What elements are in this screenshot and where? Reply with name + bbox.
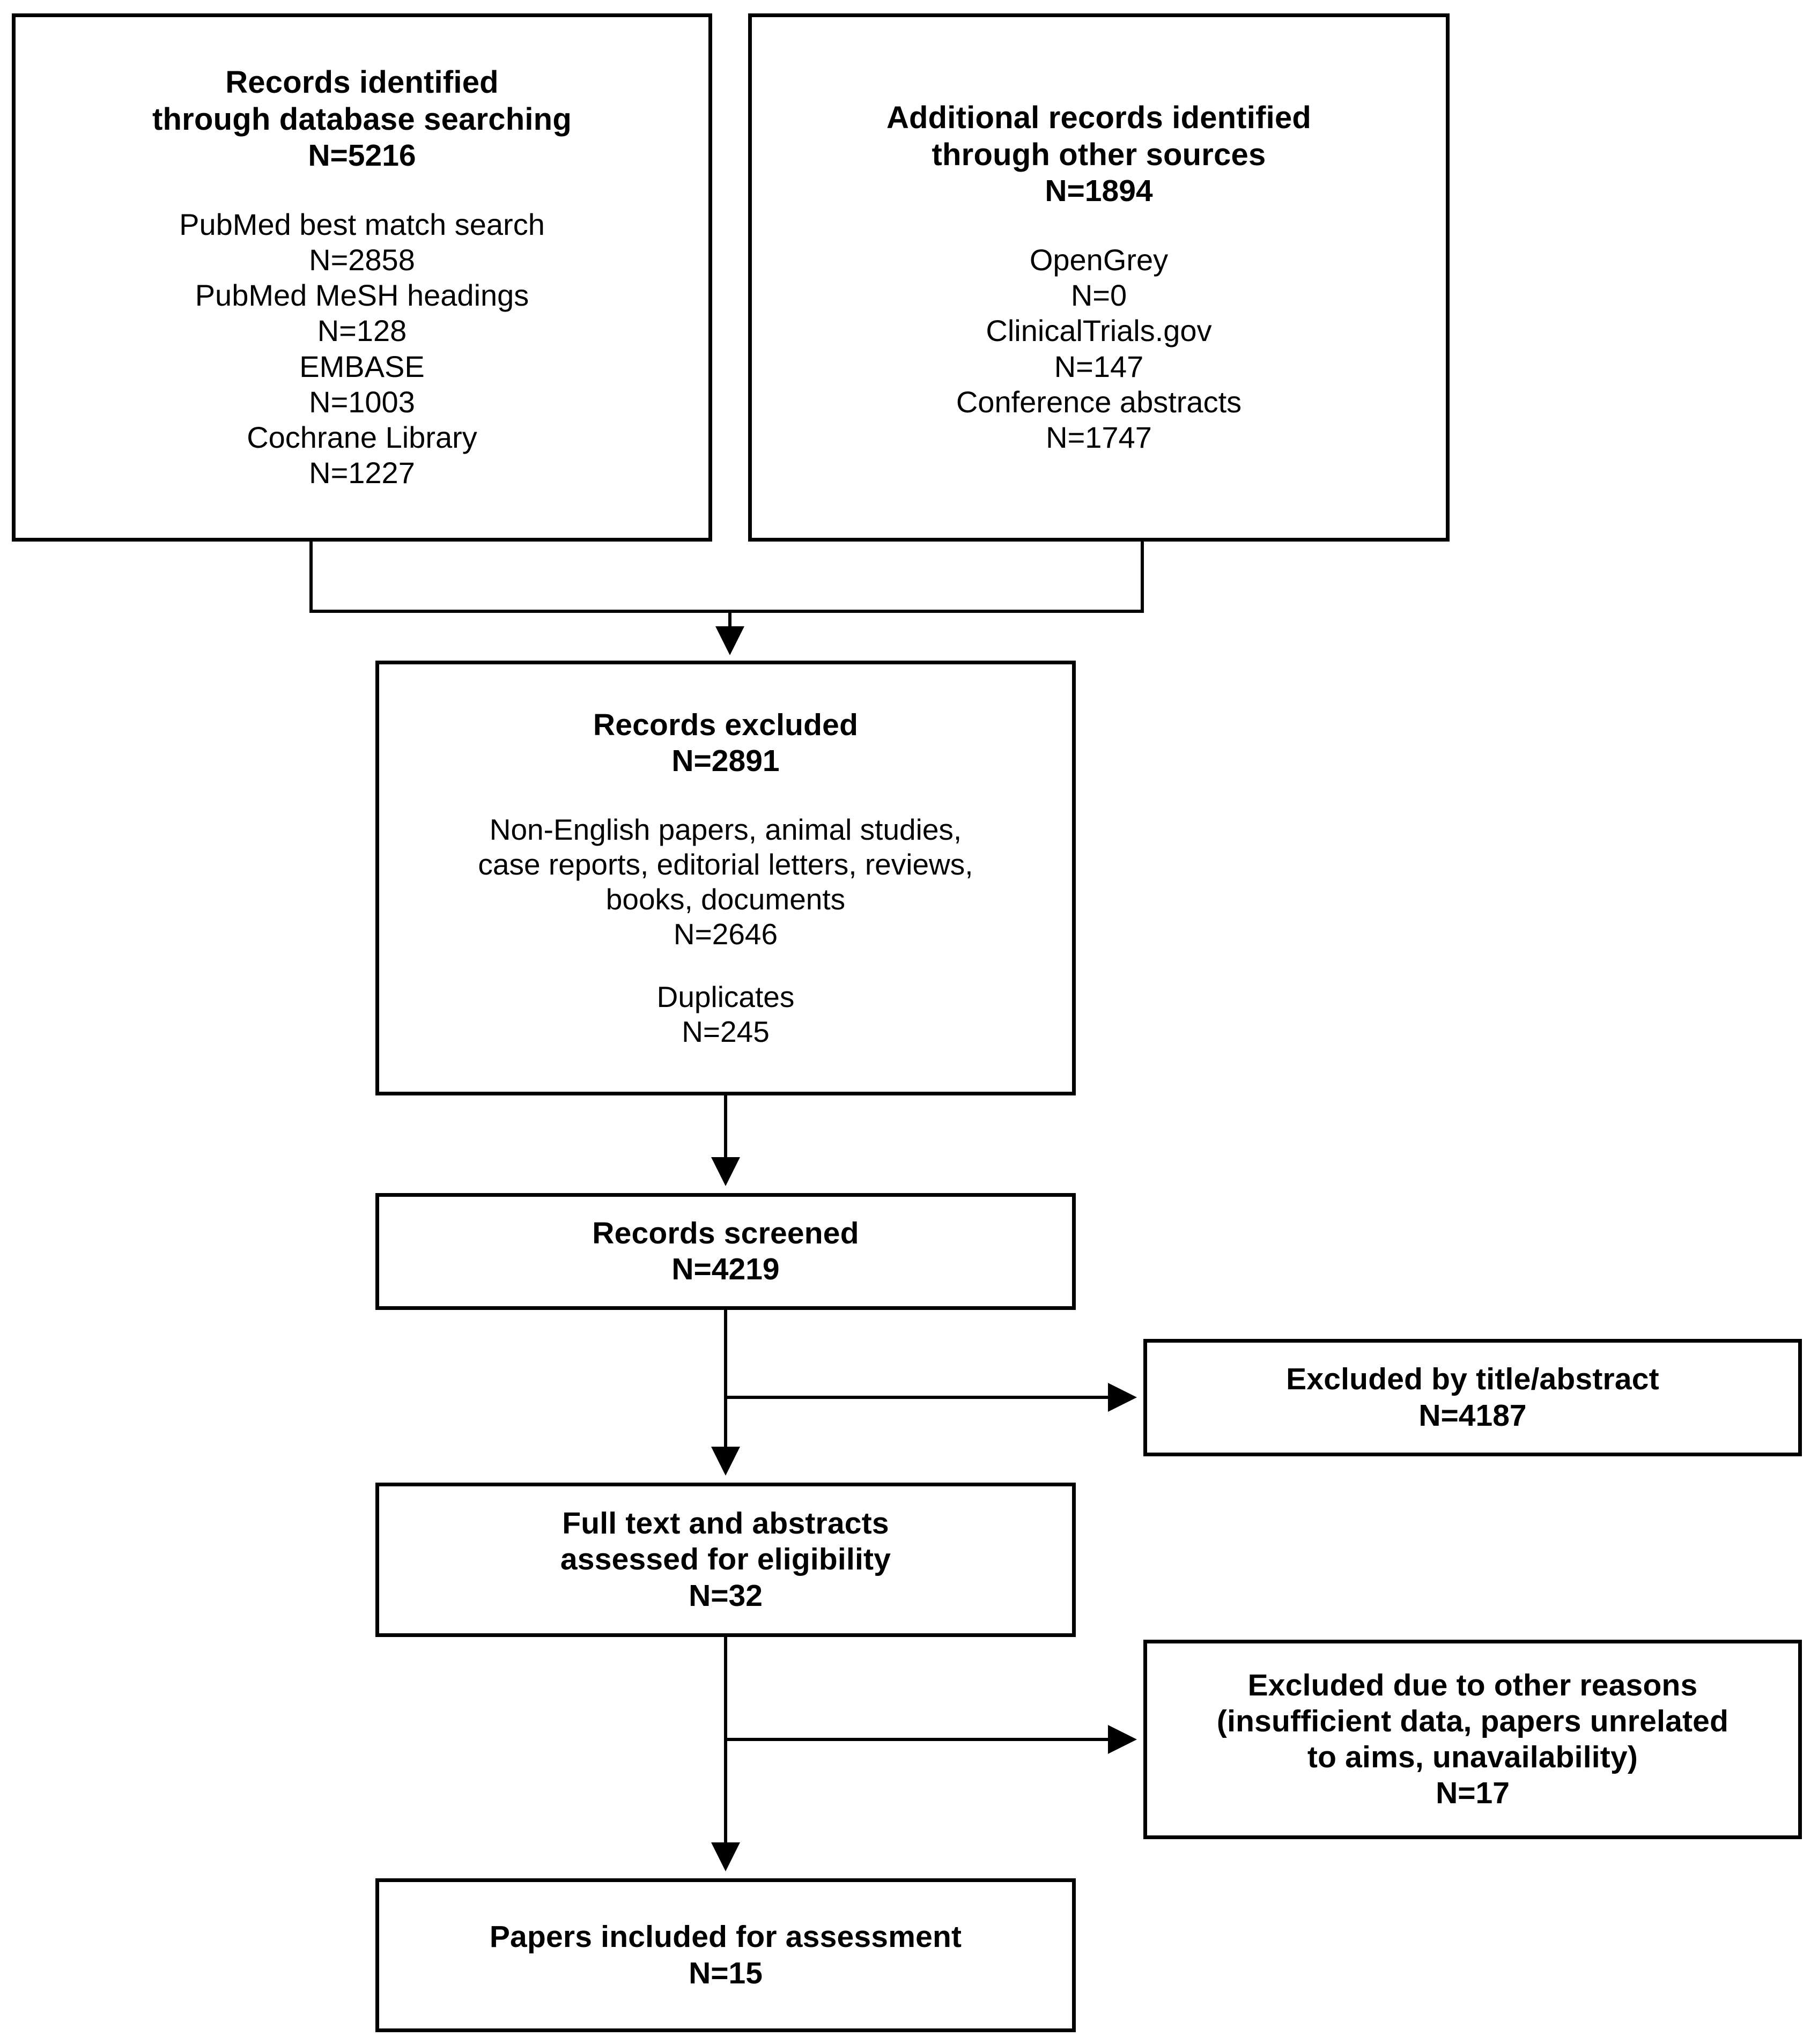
node-records-screened: Records screened N=4219 (375, 1193, 1076, 1310)
excluded-other-count: N=17 (1436, 1776, 1510, 1811)
node-full-text-assessed-for-eligibility: Full text and abstracts assessed for eli… (375, 1483, 1076, 1637)
excluded-title-headline: Excluded by title/abstract (1286, 1362, 1659, 1397)
node-records-excluded: Records excluded N=2891 Non-English pape… (375, 661, 1076, 1095)
records-excluded-reason-primary: Non-English papers, animal studies, case… (478, 813, 973, 951)
excluded-title-count: N=4187 (1418, 1398, 1527, 1433)
other-sources-details: OpenGrey N=0 ClinicalTrials.gov N=147 Co… (956, 243, 1242, 454)
papers-included-count: N=15 (689, 1956, 763, 1990)
records-excluded-reason-duplicates: Duplicates N=245 (656, 980, 795, 1048)
node-additional-records-other-sources: Additional records identified through ot… (748, 13, 1450, 542)
db-search-details: PubMed best match search N=2858 PubMed M… (179, 208, 545, 490)
records-excluded-count: N=2891 (671, 743, 780, 778)
other-sources-count: N=1894 (1045, 174, 1153, 209)
db-search-headline: Records identified through database sear… (152, 65, 572, 137)
node-excluded-due-to-other-reasons: Excluded due to other reasons (insuffici… (1143, 1640, 1802, 1839)
node-excluded-by-title-abstract: Excluded by title/abstract N=4187 (1143, 1339, 1802, 1456)
full-text-headline: Full text and abstracts assessed for eli… (560, 1506, 891, 1577)
records-screened-headline: Records screened (592, 1216, 859, 1250)
other-sources-headline: Additional records identified through ot… (886, 100, 1312, 172)
records-screened-count: N=4219 (671, 1252, 780, 1286)
full-text-count: N=32 (689, 1578, 763, 1613)
papers-included-headline: Papers included for assessment (489, 1920, 962, 1954)
records-excluded-headline: Records excluded (593, 707, 859, 742)
excluded-other-headline: Excluded due to other reasons (insuffici… (1216, 1668, 1729, 1775)
node-records-identified-database-searching: Records identified through database sear… (12, 13, 712, 542)
db-search-count: N=5216 (308, 138, 416, 173)
connector-top-merge (309, 542, 1144, 655)
node-papers-included-for-assessment: Papers included for assessment N=15 (375, 1878, 1076, 2032)
